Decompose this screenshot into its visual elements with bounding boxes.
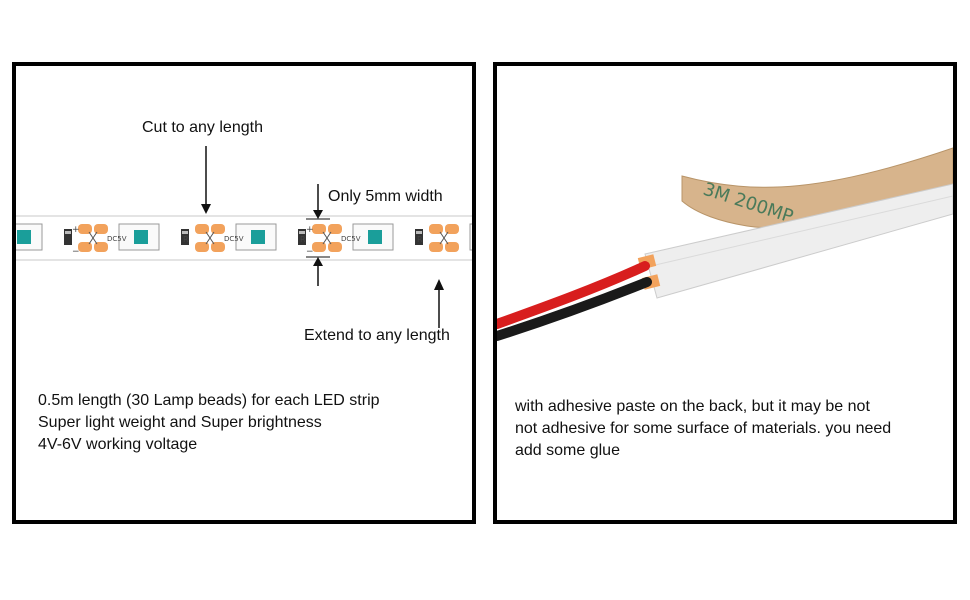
led-chip — [134, 230, 148, 244]
resistor-chip — [64, 229, 72, 245]
description-line: add some glue — [515, 442, 620, 459]
cut-label: Cut to any length — [142, 119, 263, 136]
strip-text: DC5V — [224, 235, 244, 243]
extend-arrow-icon — [434, 279, 444, 328]
description-line: 4V-6V working voltage — [38, 436, 198, 453]
solder-pad — [78, 242, 92, 252]
solder-pad — [78, 224, 92, 234]
right-description: with adhesive paste on the back, but it … — [515, 396, 891, 462]
strip-text: + — [72, 225, 80, 235]
strip-text: − — [72, 247, 80, 257]
description-line: 0.5m length (30 Lamp beads) for each LED… — [38, 392, 380, 409]
led-strip-illustration: DC5V DC5V DC5V R R R + + − − — [16, 146, 472, 328]
strip-segment — [64, 223, 160, 252]
strip-text: DC5V — [341, 235, 361, 243]
strip-text: R — [300, 235, 306, 244]
left-panel: DC5V DC5V DC5V R R R + + − − Cut to any — [12, 62, 476, 524]
width-label: Only 5mm width — [328, 188, 443, 205]
strip-wire-illustration: 3M 200MP — [497, 147, 953, 341]
strip-text: R — [417, 235, 423, 244]
right-panel: 3M 200MP with adhesive paste on the back… — [493, 62, 957, 524]
red-wire — [497, 261, 650, 329]
strip-text: − — [306, 247, 314, 257]
strip-text: + — [306, 225, 314, 235]
left-description: 0.5m length (30 Lamp beads) for each LED… — [38, 390, 380, 456]
description-line: with adhesive paste on the back, but it … — [515, 398, 870, 415]
black-wire — [497, 277, 652, 341]
solder-pad — [94, 224, 108, 234]
description-line: not adhesive for some surface of materia… — [515, 420, 892, 437]
description-line: Super light weight and Super brightness — [38, 414, 322, 431]
cut-arrow-icon — [201, 146, 211, 214]
strip-text: R — [183, 235, 189, 244]
width-marker-icon — [306, 184, 330, 286]
solder-pad — [94, 242, 108, 252]
extend-label: Extend to any length — [304, 327, 450, 344]
strip-text: DC5V — [107, 235, 127, 243]
